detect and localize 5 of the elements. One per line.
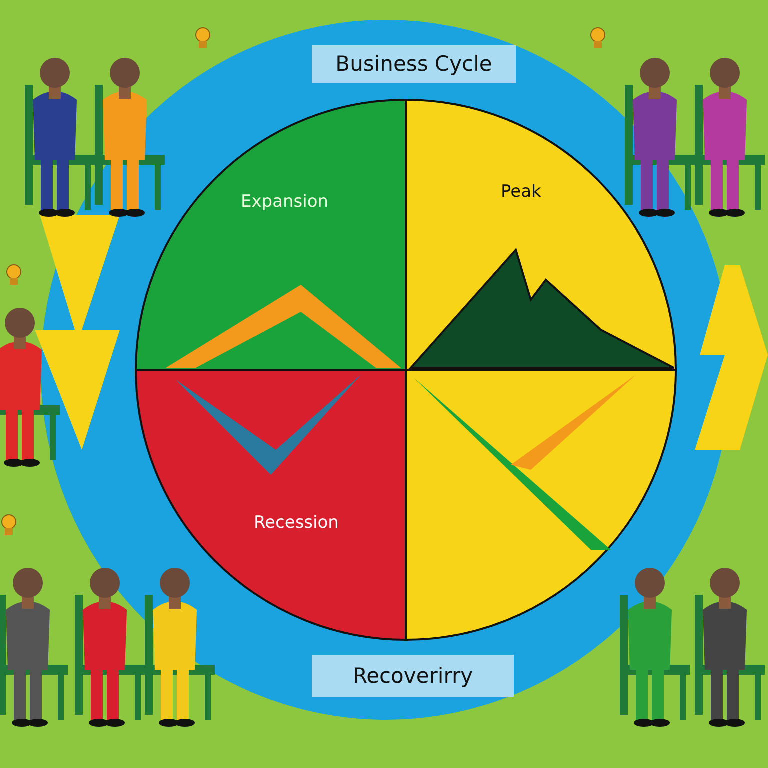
quadrant-label: Expansion <box>241 192 329 212</box>
phase-label-box: Recoverirry <box>312 655 514 697</box>
title-box: Business Cycle <box>312 45 516 83</box>
quadrant-label: Recession <box>254 513 339 533</box>
quadrant-label: Peak <box>501 182 542 202</box>
